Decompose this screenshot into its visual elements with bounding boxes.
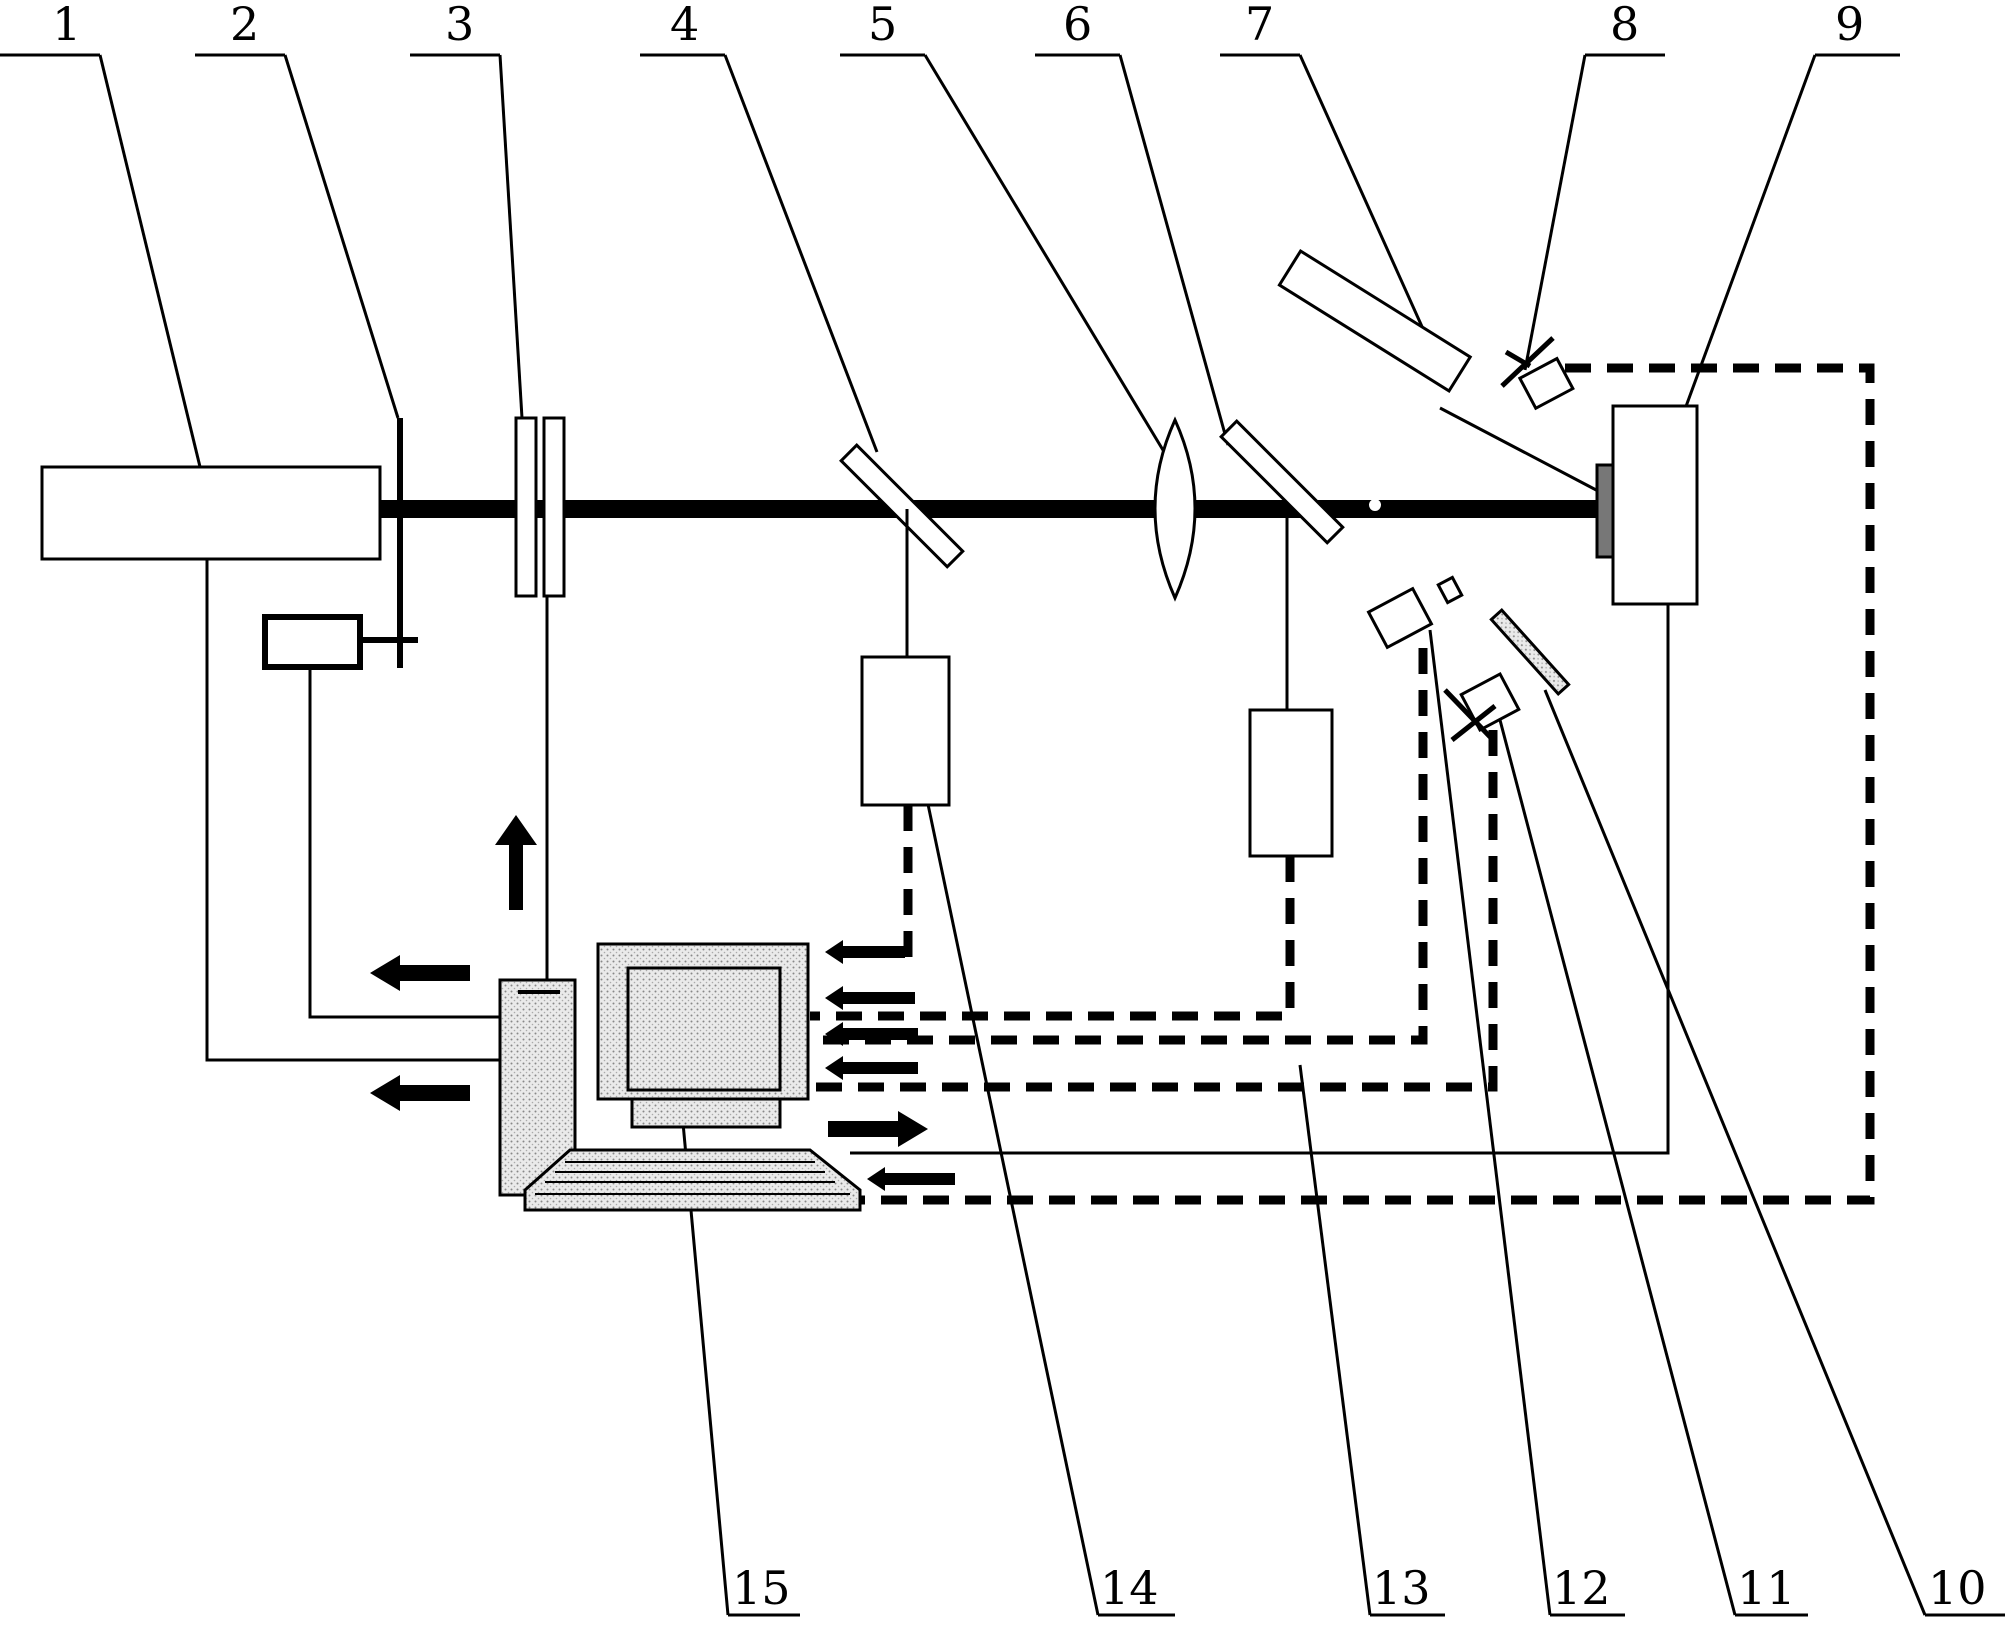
detector-13 xyxy=(1250,710,1332,856)
computer xyxy=(500,944,860,1210)
arrow-left-icon xyxy=(825,940,905,964)
label-15: 15 xyxy=(732,1561,791,1615)
attenuator-plate-a xyxy=(516,418,536,596)
laser-source xyxy=(42,467,380,559)
arrow-up-icon xyxy=(495,815,537,910)
reflected-beam xyxy=(1440,408,1600,492)
arrow-left-icon xyxy=(825,986,915,1010)
arrow-left-icon xyxy=(370,955,470,991)
detector-14 xyxy=(862,657,949,805)
label-13: 13 xyxy=(1372,1561,1431,1615)
keyboard xyxy=(525,1150,860,1210)
arrow-right-icon xyxy=(828,1111,928,1147)
label-5: 5 xyxy=(868,0,897,51)
arrow-left-icon xyxy=(825,1056,918,1080)
workpiece-stage xyxy=(1613,406,1697,604)
signal-lines xyxy=(810,368,1870,1200)
shutter-actuator xyxy=(265,617,360,667)
attenuator-plate-b xyxy=(544,418,564,596)
tilted-detector xyxy=(1279,251,1470,391)
label-10: 10 xyxy=(1928,1561,1987,1615)
focal-spot xyxy=(1369,499,1381,511)
ccd-camera xyxy=(1369,589,1432,648)
arrow-left-icon xyxy=(370,1075,470,1111)
label-3: 3 xyxy=(445,0,474,51)
label-1: 1 xyxy=(52,0,81,51)
label-4: 4 xyxy=(670,0,699,51)
label-6: 6 xyxy=(1063,0,1092,51)
label-7: 7 xyxy=(1245,0,1274,51)
ccd-camera-lens xyxy=(1438,577,1462,602)
label-12: 12 xyxy=(1552,1561,1611,1615)
label-9: 9 xyxy=(1835,0,1864,51)
workpiece-sample xyxy=(1597,465,1613,557)
label-11: 11 xyxy=(1737,1561,1796,1615)
monitor-screen xyxy=(628,968,780,1090)
beam-splitter-2 xyxy=(1221,421,1343,543)
label-2: 2 xyxy=(230,0,259,51)
monitor-stand xyxy=(632,1099,780,1127)
arrow-left-icon xyxy=(867,1167,955,1191)
side-camera xyxy=(1461,674,1519,730)
label-14: 14 xyxy=(1100,1561,1159,1615)
label-8: 8 xyxy=(1610,0,1639,51)
